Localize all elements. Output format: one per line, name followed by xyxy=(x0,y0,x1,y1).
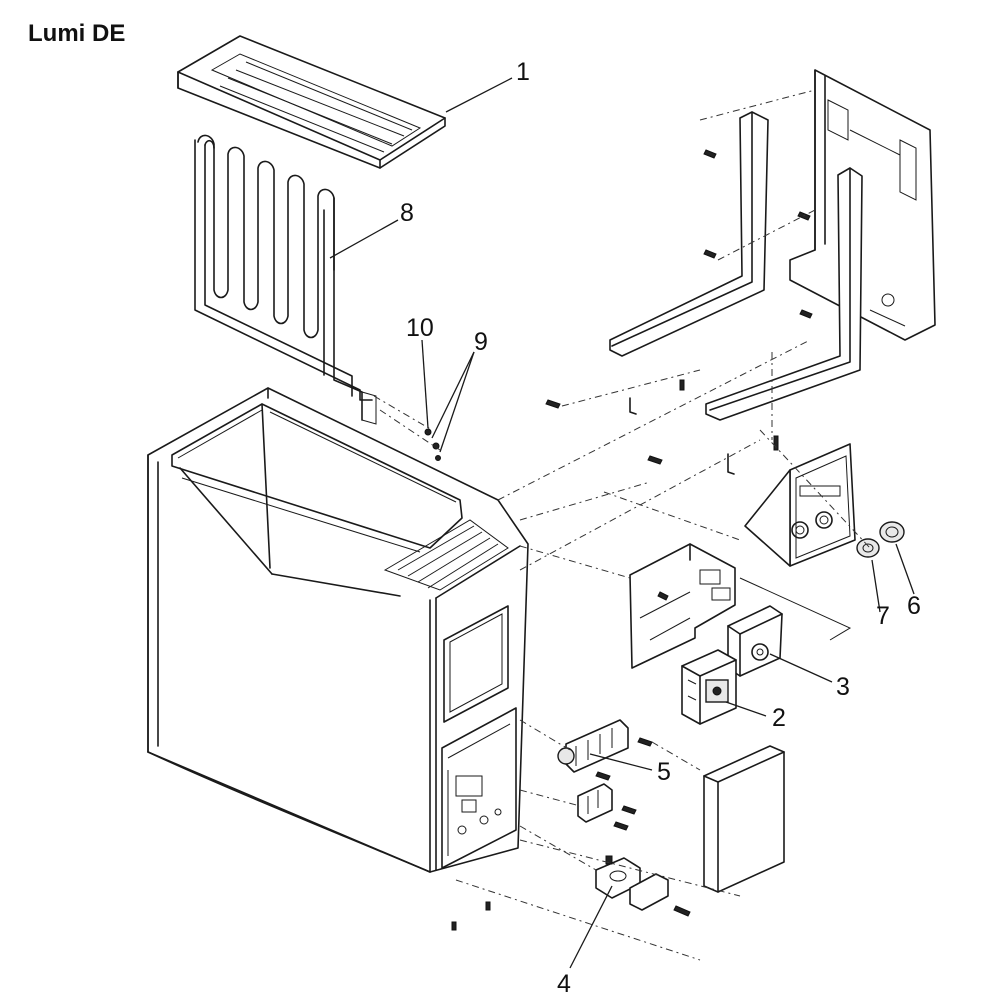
part-1-top-grille xyxy=(177,35,446,169)
base-screw xyxy=(451,921,457,931)
callout-9: 9 xyxy=(474,328,488,356)
wall-mounting-bracket xyxy=(545,69,936,475)
control-mounting-plate xyxy=(629,543,852,669)
base-screw xyxy=(485,901,491,911)
callout-leaders xyxy=(329,77,915,969)
callout-1: 1 xyxy=(516,58,530,86)
part-9-10-screws xyxy=(424,428,441,461)
callout-10: 10 xyxy=(406,314,434,342)
control-panel-cover xyxy=(744,443,856,567)
part-8-heating-elements xyxy=(194,134,377,425)
part-2-contactor xyxy=(681,649,737,725)
callout-5: 5 xyxy=(657,758,671,786)
assembly-lines xyxy=(373,89,871,961)
heater-housing xyxy=(147,387,529,873)
callout-8: 8 xyxy=(400,199,414,227)
callout-7: 7 xyxy=(876,602,890,630)
part-6-7-knobs xyxy=(856,521,905,558)
callout-2: 2 xyxy=(772,704,786,732)
part-5-terminal-blocks xyxy=(557,719,653,831)
diagram-title: Lumi DE xyxy=(28,20,126,47)
callout-4: 4 xyxy=(557,970,571,998)
callout-6: 6 xyxy=(907,592,921,620)
part-4-cable-clamp xyxy=(595,855,691,917)
cover-plate xyxy=(703,745,785,893)
callout-3: 3 xyxy=(836,673,850,701)
